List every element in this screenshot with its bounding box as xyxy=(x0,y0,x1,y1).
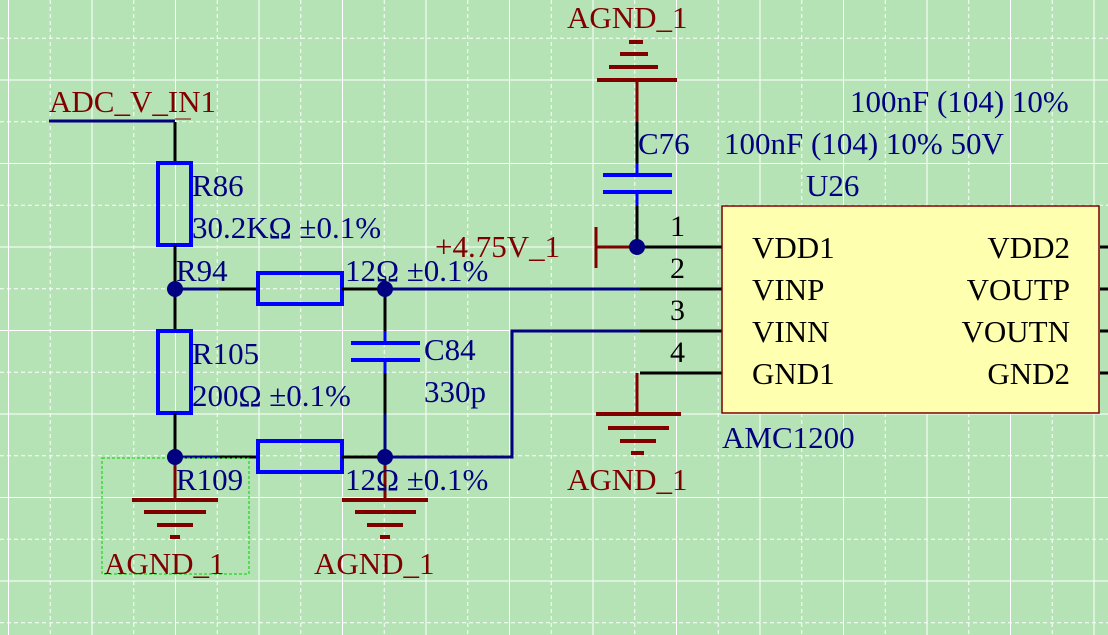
c76-value-extra[interactable]: 100nF (104) 10% xyxy=(850,84,1069,119)
r105-designator[interactable]: R105 xyxy=(192,336,260,371)
r86-body[interactable] xyxy=(156,161,193,247)
agnd-left-symbol[interactable] xyxy=(132,498,218,539)
net-label-adc-input[interactable]: ADC_V_IN1 xyxy=(49,84,217,119)
junction-dot xyxy=(377,281,393,297)
pin-number-1: 1 xyxy=(670,210,685,243)
agnd-ic-symbol[interactable] xyxy=(596,412,681,455)
net-label-agnd-mid[interactable]: AGND_1 xyxy=(314,546,435,581)
pin-number-2: 2 xyxy=(670,252,685,285)
vinn-wire[interactable] xyxy=(385,329,640,459)
junction-dot xyxy=(629,239,645,255)
selection-box[interactable] xyxy=(101,457,250,575)
r105-value[interactable]: 200Ω ±0.1% xyxy=(192,378,351,413)
net-label-agnd-ic[interactable]: AGND_1 xyxy=(567,462,688,497)
r86-value[interactable]: 30.2KΩ ±0.1% xyxy=(192,210,382,245)
r109-value[interactable]: 12Ω ±0.1% xyxy=(345,462,489,497)
pin-name-gnd1: GND1 xyxy=(752,356,835,391)
pin-name-vdd1: VDD1 xyxy=(752,230,835,265)
pin-name-voutp: VOUTP xyxy=(966,272,1070,307)
r86-designator[interactable]: R86 xyxy=(192,168,244,203)
pin-name-vinp: VINP xyxy=(752,272,825,307)
c84-value[interactable]: 330p xyxy=(424,374,486,409)
pin-name-voutn: VOUTN xyxy=(961,314,1071,349)
junction-dot xyxy=(167,449,183,465)
c76-designator[interactable]: C76 xyxy=(638,126,690,161)
r109-designator[interactable]: R109 xyxy=(176,462,244,497)
pin-number-4: 4 xyxy=(670,336,685,369)
junction-dot xyxy=(167,281,183,297)
r94-value[interactable]: 12Ω ±0.1% xyxy=(345,253,489,288)
r94-designator[interactable]: R94 xyxy=(176,253,228,288)
agnd-mid-symbol[interactable] xyxy=(342,498,428,539)
net-label-agnd-top[interactable]: AGND_1 xyxy=(567,0,688,35)
pin-name-vinn: VINN xyxy=(752,314,830,349)
c84-designator[interactable]: C84 xyxy=(424,332,476,367)
net-label-agnd-left[interactable]: AGND_1 xyxy=(104,546,225,581)
pin-number-3: 3 xyxy=(670,294,685,327)
junction-dot xyxy=(377,449,393,465)
u26-designator[interactable]: U26 xyxy=(806,168,860,203)
c76-value[interactable]: 100nF (104) 10% 50V xyxy=(724,126,1004,161)
net-label-supply[interactable]: +4.75V_1 xyxy=(435,229,561,264)
agnd-top-symbol[interactable] xyxy=(597,40,677,82)
u26-body[interactable] xyxy=(721,205,1100,414)
r109-body[interactable] xyxy=(256,439,344,474)
u26-part-name[interactable]: AMC1200 xyxy=(722,420,855,455)
pin-name-vdd2: VDD2 xyxy=(987,230,1070,265)
pin-name-gnd2: GND2 xyxy=(987,356,1070,391)
